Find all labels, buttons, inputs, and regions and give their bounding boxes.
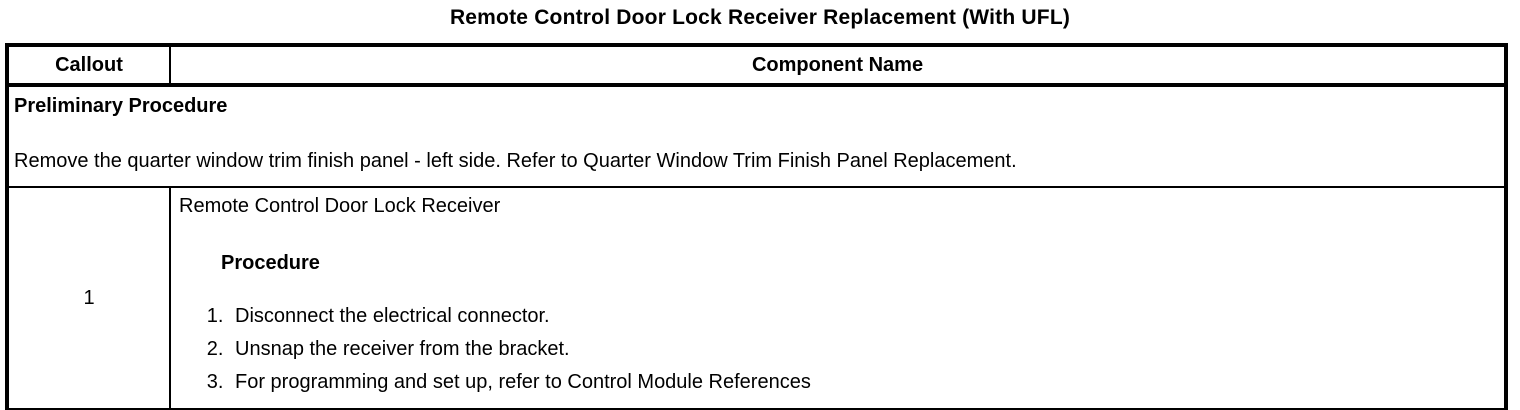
component-table: Callout Component Name Preliminary Proce… bbox=[5, 43, 1508, 410]
component-cell: Remote Control Door Lock Receiver Proced… bbox=[170, 187, 1506, 410]
procedure-step-2: Unsnap the receiver from the bracket. bbox=[229, 338, 1498, 361]
procedure-step-3: For programming and set up, refer to Con… bbox=[229, 371, 1498, 394]
procedure-step-1: Disconnect the electrical connector. bbox=[229, 305, 1498, 328]
preliminary-cell: Preliminary Procedure Remove the quarter… bbox=[7, 85, 1506, 188]
preliminary-procedure-heading: Preliminary Procedure bbox=[14, 95, 228, 117]
page-title: Remote Control Door Lock Receiver Replac… bbox=[449, 6, 1071, 29]
component-name: Remote Control Door Lock Receiver bbox=[179, 195, 501, 217]
callout-value: 1 bbox=[7, 187, 171, 410]
component-column-header: Component Name bbox=[170, 45, 1506, 87]
table-row: 1 Remote Control Door Lock Receiver Proc… bbox=[7, 187, 1506, 410]
procedure-heading: Procedure bbox=[221, 252, 320, 274]
table-header-row: Callout Component Name bbox=[7, 45, 1506, 87]
preliminary-procedure-row: Preliminary Procedure Remove the quarter… bbox=[7, 85, 1506, 188]
procedure-steps-list: Disconnect the electrical connector. Uns… bbox=[179, 305, 1498, 394]
preliminary-procedure-text: Remove the quarter window trim finish pa… bbox=[14, 150, 1017, 172]
callout-column-header: Callout bbox=[7, 45, 171, 87]
